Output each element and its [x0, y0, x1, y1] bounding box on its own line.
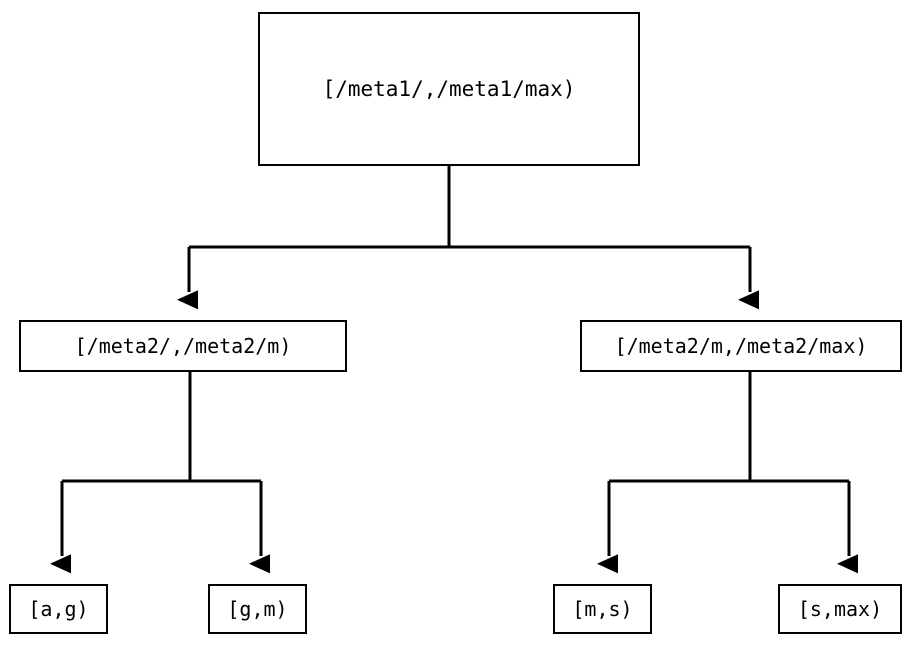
node-leaf-gm-label: [g,m) — [227, 597, 288, 621]
edge-mid-right-bus — [609, 372, 849, 483]
node-root[interactable]: [/meta1/,/meta1/max) — [258, 12, 640, 166]
node-leaf-ag-label: [a,g) — [28, 597, 89, 621]
node-leaf-ag[interactable]: [a,g) — [9, 584, 108, 634]
node-leaf-ms[interactable]: [m,s) — [553, 584, 652, 634]
edge-mid-left-bus — [62, 372, 261, 483]
node-root-label: [/meta1/,/meta1/max) — [322, 76, 576, 101]
edge-root-to-mid-bus — [189, 166, 750, 249]
node-mid-right-label: [/meta2/m,/meta2/max) — [614, 334, 868, 358]
node-leaf-gm[interactable]: [g,m) — [208, 584, 307, 634]
node-mid-right[interactable]: [/meta2/m,/meta2/max) — [580, 320, 902, 372]
node-leaf-smax[interactable]: [s,max) — [778, 584, 902, 634]
node-mid-left-label: [/meta2/,/meta2/m) — [74, 334, 292, 358]
node-leaf-ms-label: [m,s) — [572, 597, 633, 621]
node-mid-left[interactable]: [/meta2/,/meta2/m) — [19, 320, 347, 372]
node-leaf-smax-label: [s,max) — [797, 597, 883, 621]
